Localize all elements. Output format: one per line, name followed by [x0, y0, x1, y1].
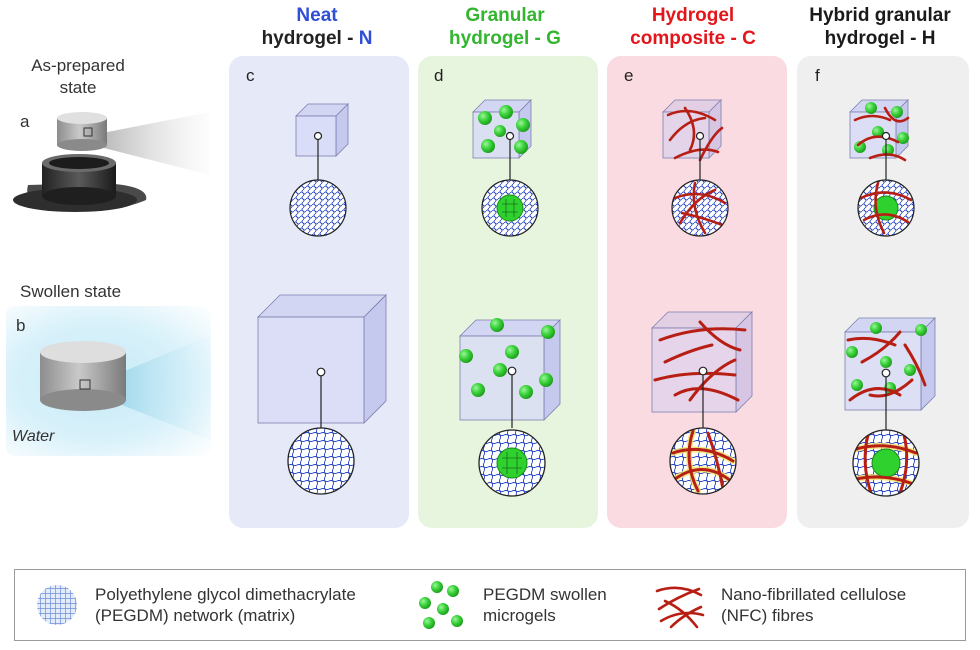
as-prepared-line2: state	[59, 78, 97, 97]
column-title-granular: Granular hydrogel - G	[420, 4, 590, 50]
fibre-icon	[653, 320, 927, 402]
title-suffix: G	[546, 28, 561, 49]
legend: Polyethylene glycol dimethacrylate (PEGD…	[14, 569, 966, 641]
legend-matrix-line1: Polyethylene glycol dimethacrylate	[95, 585, 356, 604]
mesh-icon	[289, 179, 915, 237]
cylinder-sample-icon	[13, 112, 210, 212]
fibre-icon	[655, 586, 705, 629]
title-suffix: C	[742, 28, 756, 49]
title-line2: hydrogel -	[824, 28, 922, 49]
title-line1: Granular	[465, 5, 545, 26]
microgel-icon	[478, 102, 909, 156]
title-suffix: N	[358, 28, 373, 49]
column-title-neat: Neat hydrogel - N	[232, 4, 402, 50]
water-label: Water	[12, 428, 55, 445]
diagram-drawing	[13, 99, 936, 497]
title-suffix: H	[921, 28, 936, 49]
column-title-composite: Hydrogel composite - C	[608, 4, 778, 50]
letter-b: b	[16, 316, 26, 335]
swollen-cylinder-icon	[40, 335, 210, 440]
panel-letter-d: d	[434, 66, 444, 85]
microgel-icon	[419, 581, 463, 629]
title-line1: Hybrid granular	[809, 5, 951, 26]
legend-item-nfc: Nano-fibrillated cellulose (NFC) fibres	[653, 570, 906, 640]
legend-item-microgels: PEGDM swollen microgels	[415, 570, 607, 640]
legend-microgels-line1: PEGDM swollen	[483, 585, 607, 604]
letter-a: a	[20, 112, 30, 131]
title-line2: composite -	[630, 28, 743, 49]
panel-letter-f: f	[815, 66, 820, 85]
mesh-icon	[37, 585, 77, 625]
panel-letter-e: e	[624, 66, 634, 85]
as-prepared-label: As-prepared state	[18, 55, 138, 99]
legend-nfc-line1: Nano-fibrillated cellulose	[721, 585, 907, 604]
title-line1: Hydrogel	[651, 5, 735, 26]
title-line2: hydrogel -	[261, 28, 359, 49]
panel-letter-c: c	[246, 66, 255, 85]
mesh-icon	[287, 427, 920, 497]
title-line2: hydrogel -	[449, 28, 547, 49]
legend-nfc-line2: (NFC) fibres	[721, 606, 814, 625]
legend-matrix-line2: (PEGDM) network (matrix)	[95, 606, 296, 625]
fibre-icon	[666, 106, 910, 162]
swollen-label: Swollen state	[20, 282, 122, 301]
legend-microgels-line2: microgels	[483, 606, 556, 625]
title-line1: Neat	[296, 5, 338, 26]
as-prepared-line1: As-prepared	[31, 56, 125, 75]
legend-item-matrix: Polyethylene glycol dimethacrylate (PEGD…	[33, 570, 356, 640]
microgel-icon	[459, 318, 927, 399]
column-title-hybrid: Hybrid granular hydrogel - H	[795, 4, 965, 50]
